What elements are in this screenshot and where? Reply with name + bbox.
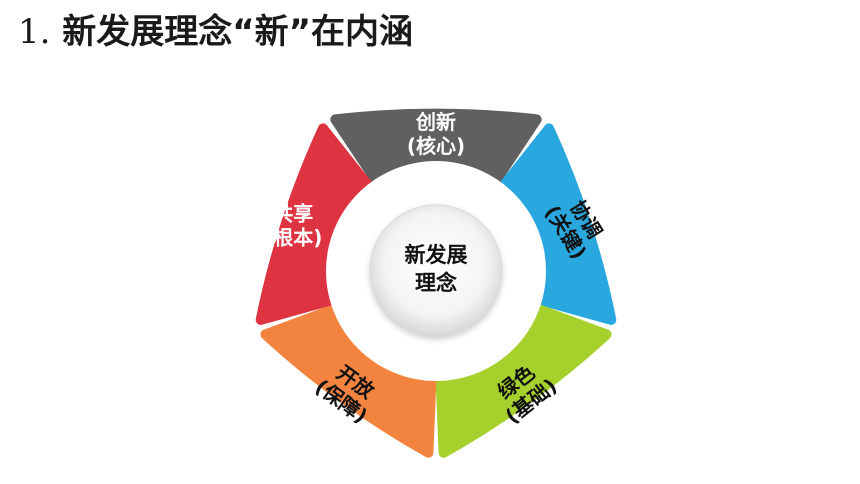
segment-innovation-line1: 创新	[415, 110, 456, 134]
segment-sharing-line2: (根本)	[264, 226, 322, 250]
segment-sharing-line1: 共享	[273, 202, 313, 226]
center-hub: 新发展 理念	[326, 161, 546, 381]
center-label-line2: 理念	[415, 271, 457, 295]
title-text: 新发展理念“新”在内涵	[62, 12, 413, 52]
segment-label-sharing: 共享(根本)	[264, 202, 322, 250]
center-circle	[369, 204, 503, 338]
center-label-line1: 新发展	[405, 243, 468, 267]
title-number: 1.	[18, 12, 51, 52]
page-title: 1. 新发展理念“新”在内涵	[18, 10, 413, 54]
segment-innovation-line2: (核心)	[407, 134, 465, 158]
segment-label-innovation: 创新(核心)	[407, 110, 465, 158]
